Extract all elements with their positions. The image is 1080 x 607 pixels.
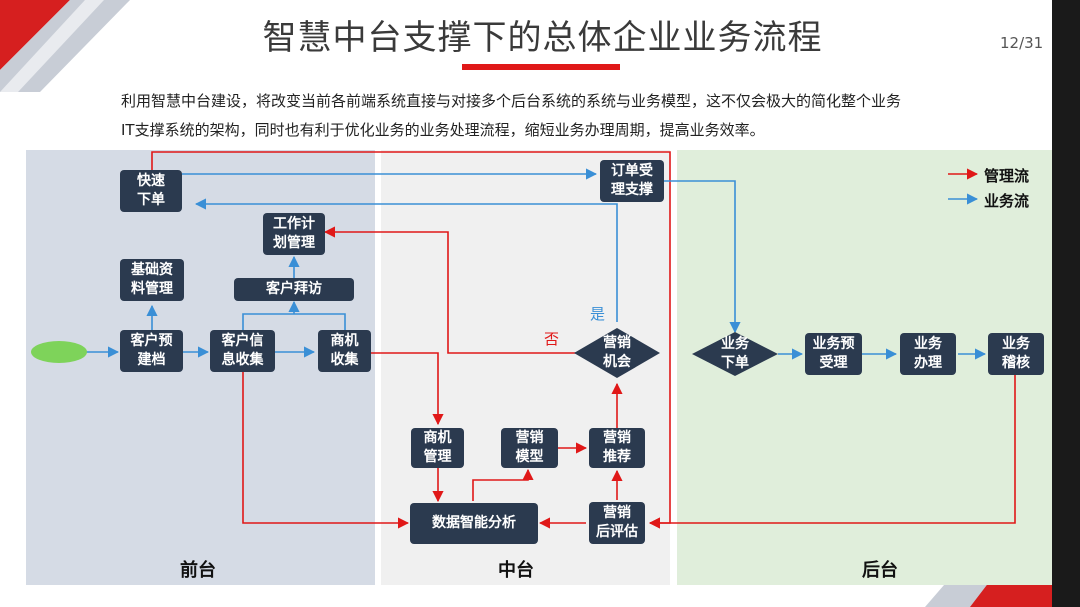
- node-business-handle: 业务 办理: [900, 333, 956, 375]
- node-quick-order: 快速 下单: [120, 170, 182, 212]
- title-underline: [462, 64, 620, 70]
- business-order-diamond: [692, 332, 778, 376]
- node-customer-visit: 客户拜访: [234, 278, 354, 301]
- intro-line-2: IT支撑系统的架构，同时也有利于优化业务的业务处理流程，缩短业务办理周期，提高业…: [121, 121, 765, 139]
- node-basic-data: 基础资 料管理: [120, 259, 184, 301]
- node-marketing-opportunity: 营销 机会: [603, 335, 631, 370]
- legend-business-flow: 业务流: [984, 192, 1030, 210]
- node-marketing-recommend: 营销 推荐: [589, 428, 645, 468]
- legend-management-flow: 管理流: [984, 167, 1030, 185]
- marketing-opportunity-diamond: [574, 328, 660, 378]
- label-no: 否: [544, 330, 560, 348]
- node-order-accept: 订单受 理支撑: [600, 160, 664, 202]
- zone-label-back: 后台: [862, 560, 898, 581]
- node-opportunity-collect: 商机 收集: [318, 330, 371, 372]
- label-yes: 是: [590, 305, 606, 323]
- node-opportunity-mgmt: 商机 管理: [411, 428, 464, 468]
- node-business-preaccept: 业务预 受理: [805, 333, 862, 375]
- node-business-order: 业务 下单: [721, 336, 749, 371]
- page-number: 12/31: [1000, 34, 1044, 52]
- corner-decoration: [0, 0, 130, 92]
- node-customer-info: 客户信 息收集: [210, 330, 275, 372]
- node-data-analysis: 数据智能分析: [410, 503, 538, 544]
- node-business-audit: 业务 稽核: [988, 333, 1044, 375]
- node-marketing-eval: 营销 后评估: [589, 502, 645, 544]
- start-node: [31, 341, 87, 363]
- page-title: 智慧中台支撑下的总体企业业务流程: [262, 18, 823, 58]
- zone-label-front: 前台: [180, 560, 216, 581]
- window-frame-edge: [1052, 0, 1080, 607]
- node-marketing-model: 营销 模型: [501, 428, 558, 468]
- node-customer-prebuild: 客户预 建档: [120, 330, 183, 372]
- zone-label-middle: 中台: [498, 560, 534, 581]
- intro-line-1: 利用智慧中台建设，将改变当前各前端系统直接与对接多个后台系统的系统与业务模型，这…: [121, 92, 902, 110]
- node-work-plan: 工作计 划管理: [263, 213, 325, 255]
